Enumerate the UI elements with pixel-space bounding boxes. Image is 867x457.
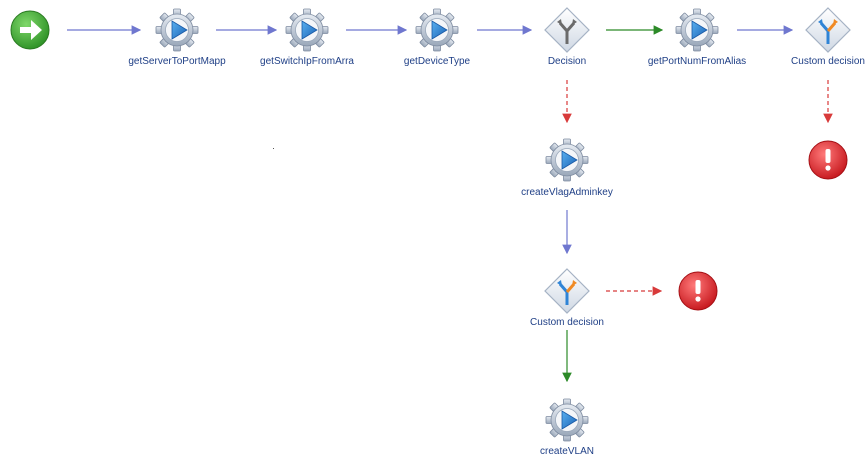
node-label-custom-decision-2: Custom decision <box>530 317 604 328</box>
stray-dot <box>273 148 274 149</box>
gear-play-icon <box>545 138 589 182</box>
custom-decision-icon <box>818 19 838 44</box>
node-label-decision: Decision <box>547 56 587 67</box>
task-getSwitchIpFromArra[interactable] <box>285 8 329 52</box>
error-exclamation-icon <box>678 271 718 311</box>
task-createVLAN[interactable] <box>545 398 589 442</box>
gear-play-icon <box>415 8 459 52</box>
node-label-getServerToPortMapp: getServerToPortMapp <box>128 56 226 67</box>
gear-play-icon <box>155 8 199 52</box>
error-exclamation-icon <box>808 140 848 180</box>
node-label-getSwitchIpFromArra: getSwitchIpFromArra <box>260 56 354 67</box>
gear-play-icon <box>285 8 329 52</box>
task-createVlagAdminkey[interactable] <box>545 138 589 182</box>
custom-decision-icon <box>557 280 577 305</box>
task-getPortNumFromAlias[interactable] <box>675 8 719 52</box>
start-arrow-icon[interactable] <box>10 10 50 50</box>
error-node-1[interactable] <box>808 140 848 180</box>
node-label-custom-decision-1: Custom decision <box>791 56 865 67</box>
node-label-getDeviceType: getDeviceType <box>403 56 471 67</box>
custom-decision-1-node[interactable] <box>805 7 851 53</box>
node-label-createVlagAdminkey: createVlagAdminkey <box>521 187 613 198</box>
node-label-createVLAN: createVLAN <box>540 446 594 457</box>
gear-play-icon <box>545 398 589 442</box>
task-getDeviceType[interactable] <box>415 8 459 52</box>
decision-node[interactable] <box>544 7 590 53</box>
gear-play-icon <box>675 8 719 52</box>
task-getServerToPortMapp[interactable] <box>155 8 199 52</box>
custom-decision-2-node[interactable] <box>544 268 590 314</box>
error-node-2[interactable] <box>678 271 718 311</box>
node-label-getPortNumFromAlias: getPortNumFromAlias <box>647 56 747 67</box>
